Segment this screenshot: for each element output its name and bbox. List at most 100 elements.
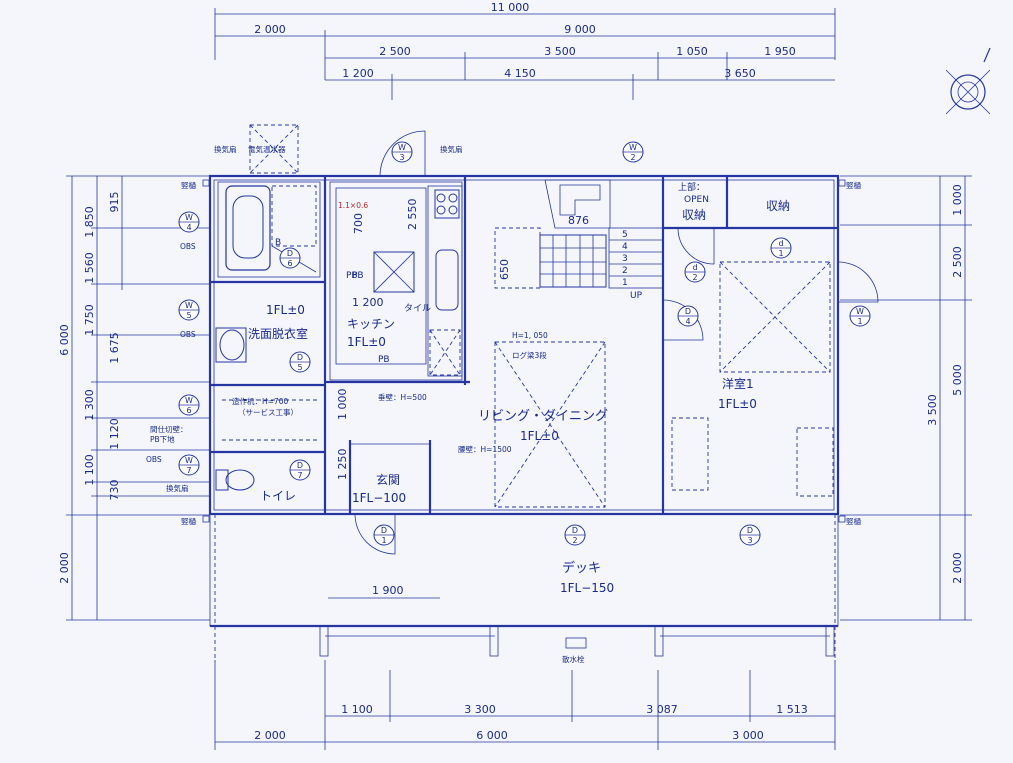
staircase: 1 2 3 4 5 UP 876 [494,179,664,301]
water-heater-note: 電気温水器 [248,144,286,154]
storage-label: 収納 [766,199,790,213]
svg-text:D: D [572,526,578,535]
dim-kitchen-700: 700 [352,213,365,234]
sprinkler-note: 散水栓 [562,654,585,664]
shower-b-label: B [275,238,281,248]
stair-step-2: 2 [622,266,628,276]
tile-label: タイル [404,303,431,314]
h1050-note: H=1, 050 [512,331,548,340]
svg-text:6: 6 [186,406,191,415]
obs-note-2: OBS [180,330,196,339]
svg-text:2: 2 [630,153,635,162]
svg-text:6: 6 [287,259,292,268]
svg-text:D: D [747,526,753,535]
svg-text:W: W [185,456,193,465]
stair-step-1: 1 [622,278,628,288]
fan-note-1: 換気扇 [214,144,237,154]
kitchen-label: キッチン [347,317,395,331]
deck-floor-label: 1FL−150 [560,581,614,595]
dim-top-r3-2: 3 650 [724,67,756,80]
svg-text:D: D [297,353,303,362]
downpipe-note-4: 竪樋 [846,516,861,526]
window-tag-w2: W2 [622,141,644,163]
furniture-note: 造作机：H=700 [232,396,288,406]
svg-text:d: d [778,239,783,248]
western-room-floor-label: 1FL±0 [718,397,757,411]
svg-text:7: 7 [186,466,191,475]
sanitary-fixtures [215,327,318,491]
door-tag-d2-upper: d2 [684,261,706,283]
hanging-wall-note: 垂壁：H=500 [378,392,427,402]
dim-stair-876: 876 [568,214,589,227]
walls [208,174,840,662]
dim-bot-r1-2: 3 087 [646,703,678,716]
svg-text:d: d [692,263,697,272]
svg-text:D: D [287,249,293,258]
washroom-floor-label: 1FL±0 [266,303,305,317]
svg-text:1: 1 [778,249,783,258]
pb-base-note: PB下地 [150,434,175,444]
dim-left-1: 1 560 [83,252,96,284]
dim-right-2: 5 000 [951,364,964,396]
window-tags: W4 W5 W6 W7 W3 W2 W1 [178,141,871,476]
downpipe-note-2: 竪樋 [846,180,861,190]
door-tag-d5: D5 [289,351,311,373]
svg-text:W: W [856,307,864,316]
window-tag-w1: W1 [849,305,871,327]
dim-kitchen-1200: 1 200 [352,296,384,309]
entrance-label: 玄関 [376,472,400,487]
bathroom-fixtures: B [225,185,317,273]
dim-top-r2-1: 3 500 [544,45,576,58]
dim-top-r1-1: 9 000 [564,23,596,36]
living-floor-label: 1FL±0 [520,429,559,443]
door-tag-d2: D2 [564,524,586,546]
door-swings [354,130,879,555]
dim-hall-1250: 1 250 [336,449,349,481]
dim-bot-r1-3: 1 513 [776,703,808,716]
deck-label: デッキ [562,560,601,576]
dim-right-1: 2 500 [951,246,964,278]
downpipe-note-3: 竪樋 [181,516,196,526]
downpipe-note-1: 竪樋 [181,180,196,190]
hand-note: 1.1×0.6 [338,201,368,210]
dim-left-6: 1 100 [83,454,96,486]
partition-note: 間仕切壁： [150,424,188,434]
pb-left-note: PB [352,271,364,281]
dim-right-3: 3 500 [926,394,939,426]
svg-text:5: 5 [297,363,302,372]
dim-kitchen-2550: 2 550 [406,199,419,231]
fan-note-2: 換気扇 [440,144,463,154]
stair-step-5: 5 [622,230,628,240]
dim-top-overall: 11 000 [491,1,530,14]
obs-note-1: OBS [180,242,196,251]
north-compass-icon [945,47,991,115]
toilet-label: トイレ [260,489,296,503]
svg-text:5: 5 [186,311,191,320]
corner-columns [202,179,846,523]
dim-left-5: 1 120 [108,418,121,450]
door-tag-d3: D3 [739,524,761,546]
door-tag-d1: D1 [373,524,395,546]
right-dimensions: 1 000 2 500 5 000 3 500 2 000 [840,175,972,621]
door-tag-d4: D4 [677,305,699,327]
dim-bot-r2-2: 3 000 [732,729,764,742]
dim-right-4: 2 000 [951,552,964,584]
svg-text:1: 1 [857,317,862,326]
door-tags: D6 D5 D7 D4 d2 d1 D1 D2 D3 [279,237,792,546]
svg-text:W: W [398,143,406,152]
dim-top-r3-0: 1 200 [342,67,374,80]
svg-text:4: 4 [685,317,690,326]
dim-left-7: 730 [108,480,121,501]
door-tag-d6: D6 [279,247,301,269]
dim-bot-r2-1: 6 000 [476,729,508,742]
dim-stair-650: 650 [498,259,511,280]
dim-left-inner-0: 915 [108,192,121,213]
dim-left-2: 1 750 [83,304,96,336]
dim-left-8: 2 000 [58,552,71,584]
door-tag-d1-upper: d1 [770,237,792,259]
window-tag-w4: W4 [178,211,200,233]
hanging-wall2-note: 腰壁：H=1500 [458,444,512,454]
log-beam-note: ログ梁3段 [512,350,547,360]
stair-step-3: 3 [622,254,628,264]
stair-step-4: 4 [622,242,628,252]
